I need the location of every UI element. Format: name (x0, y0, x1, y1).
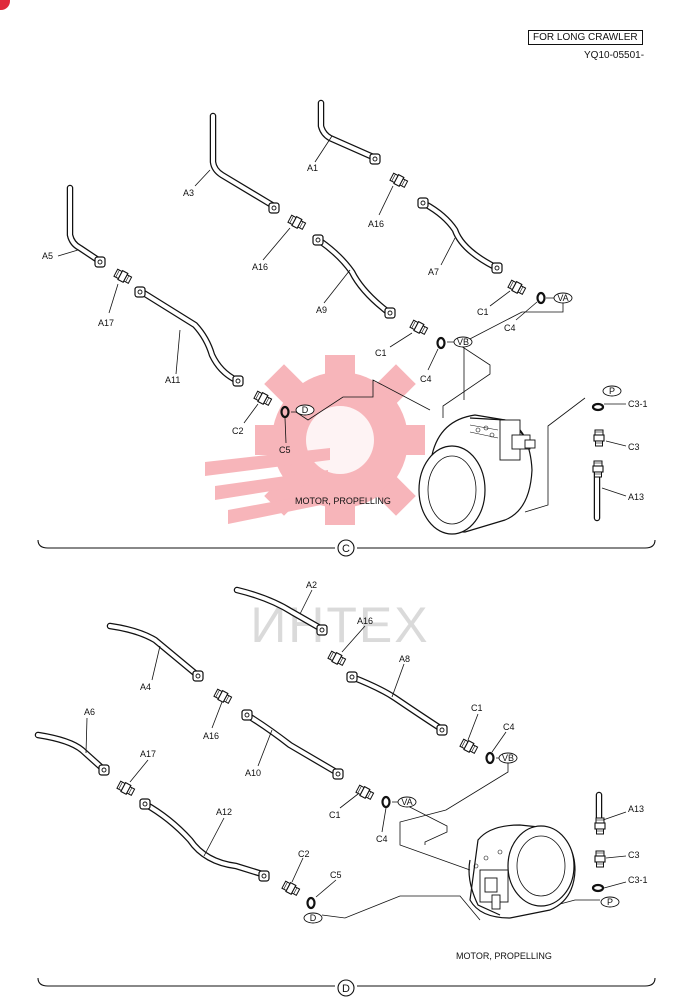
label-c4-top-d: C4 (503, 722, 515, 732)
label-a4: A4 (140, 682, 151, 692)
section-d-ports: VB VA D P (303, 752, 620, 924)
label-c5-d: C5 (330, 870, 342, 880)
label-a8: A8 (399, 654, 410, 664)
port-vb: VB (457, 337, 469, 347)
label-c3: C3 (628, 442, 640, 452)
port-d-d: D (310, 913, 317, 923)
label-c3-d: C3 (628, 850, 640, 860)
label-c1-top: C1 (477, 307, 489, 317)
label-a7: A7 (428, 267, 439, 277)
label-c3-1: C3-1 (628, 399, 648, 409)
label-a12: A12 (216, 807, 232, 817)
label-c2: C2 (232, 426, 244, 436)
label-a16-top-d: A16 (357, 616, 373, 626)
label-c2-d: C2 (298, 849, 310, 859)
label-c4-mid-d: C4 (376, 834, 388, 844)
port-va: VA (557, 293, 568, 303)
label-a17-d: A17 (140, 749, 156, 759)
label-c4-top: C4 (504, 323, 516, 333)
label-c1-top-d: C1 (471, 703, 483, 713)
label-a10: A10 (245, 768, 261, 778)
section-c-bracket (37, 539, 656, 557)
section-d-bracket (37, 977, 656, 997)
label-c4-mid: C4 (420, 374, 432, 384)
section-d-leaders (85, 589, 627, 921)
label-a1: A1 (307, 163, 318, 173)
motor-label-d: MOTOR, PROPELLING (456, 951, 552, 961)
section-d-orings (306, 751, 605, 910)
label-c5: C5 (279, 445, 291, 455)
label-a6: A6 (84, 707, 95, 717)
motor-propelling-d (468, 824, 576, 919)
port-p: P (609, 386, 615, 396)
label-a2: A2 (306, 580, 317, 590)
section-d-symbol: D (342, 983, 350, 995)
label-a11: A11 (165, 375, 180, 385)
corner-badge (0, 0, 10, 10)
section-d-labels: A2 A4 A6 A8 A10 A12 A16 A16 A17 C1 C4 C1… (84, 580, 648, 961)
watermark: ИНТЕХ (205, 355, 428, 653)
label-a16-mid: A16 (252, 262, 268, 272)
label-a5: A5 (42, 251, 53, 261)
label-a17: A17 (98, 318, 114, 328)
motor-propelling-c (418, 414, 536, 535)
label-a13-d: A13 (628, 804, 644, 814)
port-p-d: P (607, 897, 613, 907)
part-code: YQ10-05501- (584, 50, 645, 61)
label-a16-top: A16 (368, 219, 384, 229)
label-c1-mid-d: C1 (329, 810, 341, 820)
label-a16-mid-d: A16 (203, 731, 219, 741)
port-va-d: VA (401, 797, 412, 807)
label-a9: A9 (316, 305, 327, 315)
section-c-orings (280, 291, 605, 419)
port-d: D (302, 405, 309, 415)
port-vb-d: VB (502, 753, 514, 763)
crawler-type-box: FOR LONG CRAWLER (528, 30, 643, 45)
section-c-labels: A1 A3 A5 A7 A9 A11 A16 A16 A17 C1 C4 C1 … (42, 163, 648, 506)
section-c-symbol: C (342, 543, 350, 555)
label-a3: A3 (183, 188, 194, 198)
label-c1-mid: C1 (375, 348, 387, 358)
label-a13: A13 (628, 492, 644, 502)
label-c3-1-d: C3-1 (628, 875, 648, 885)
motor-label-c: MOTOR, PROPELLING (295, 496, 391, 506)
section-c-ports: VA VB D P (295, 292, 622, 416)
